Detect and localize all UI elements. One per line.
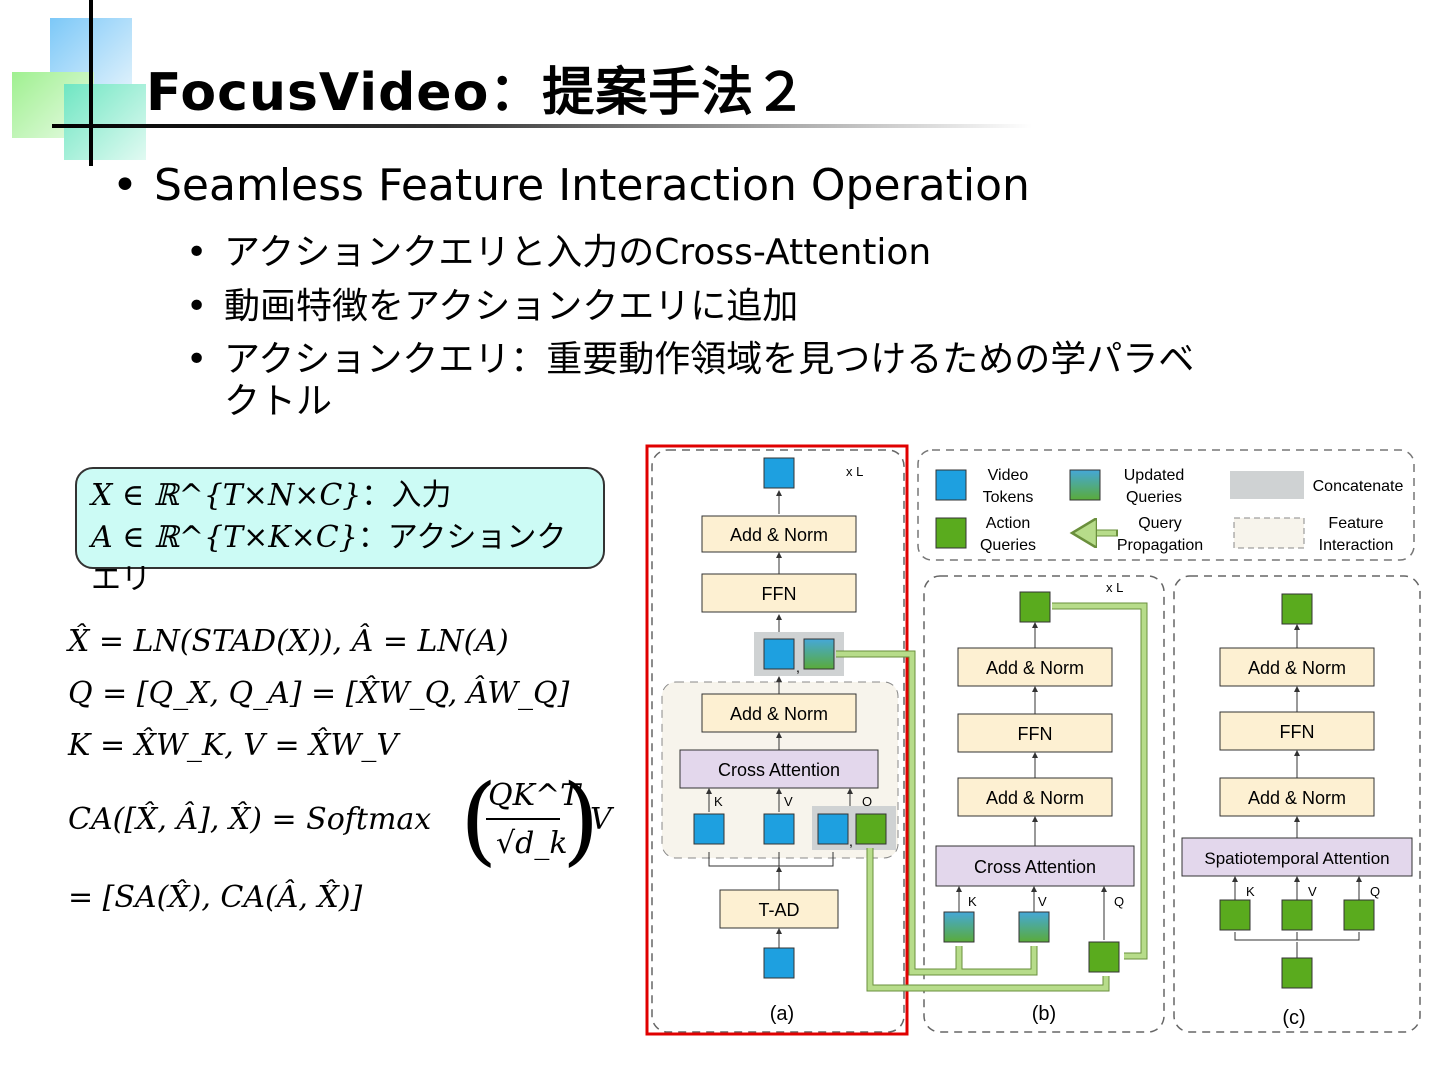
output-token	[763, 457, 795, 489]
svg-text:Q: Q	[1114, 894, 1124, 909]
b-ffn-label: FFN	[1018, 724, 1053, 744]
svg-text:V: V	[1308, 884, 1317, 899]
legend-video-tokens-1: Video	[988, 467, 1029, 484]
query-propagation-paths	[836, 602, 1148, 992]
legend-feature-interaction-icon	[1233, 517, 1305, 549]
legend: Video Tokens Updated Queries Concatenate…	[917, 449, 1415, 561]
svg-text:K: K	[968, 894, 977, 909]
legend-updated-queries-1: Updated	[1124, 467, 1185, 484]
b-add-norm-top-block	[957, 647, 1113, 687]
panel-b-repeat: x L	[1106, 580, 1123, 595]
panel-b: x L Add & Norm FFN Add & Norm Cross Atte…	[923, 575, 1165, 1033]
equation-2: Q = [Q_X, Q_A] = [X̂W_Q, ÂW_Q]	[68, 676, 570, 711]
a-add-norm-mid-label: Add & Norm	[730, 704, 828, 724]
a-tad-block	[719, 889, 839, 929]
legend-feature-interaction-1: Feature	[1328, 515, 1383, 532]
b-add-norm-mid-block	[957, 777, 1113, 817]
c-add-norm-top-label: Add & Norm	[1248, 658, 1346, 678]
legend-video-tokens-2: Tokens	[983, 489, 1034, 506]
bullet-sub-2: •動画特徴をアクションクエリに追加	[186, 286, 799, 327]
a-add-norm-mid-block	[701, 693, 857, 733]
a-tad-label: T-AD	[758, 900, 799, 920]
svg-text:Q: Q	[862, 794, 872, 809]
bullet-main: •Seamless Feature Interaction Operation	[112, 160, 1030, 211]
a-add-norm-top-label: Add & Norm	[730, 525, 828, 545]
legend-concatenate-icon	[1230, 471, 1304, 499]
decor-square-teal	[64, 84, 146, 160]
b-ffn-block	[957, 713, 1113, 753]
legend-updated-query-icon	[1069, 469, 1101, 501]
panel-a: x L Add & Norm FFN , Add & Norm Cross At…	[645, 444, 909, 1036]
equation-5: = [SA(X̂), CA(Â, X̂)]	[68, 880, 363, 915]
svg-text:V: V	[784, 794, 793, 809]
b-cross-attention-block	[935, 845, 1135, 887]
c-spatiotemporal-attention-block	[1181, 837, 1413, 877]
legend-video-token-icon	[935, 469, 967, 501]
legend-concatenate: Concatenate	[1313, 478, 1404, 495]
c-add-norm-mid-label: Add & Norm	[1248, 788, 1346, 808]
panel-a-repeat: x L	[846, 464, 863, 479]
legend-query-propagation-2: Propagation	[1117, 537, 1203, 554]
bullet-sub-1: •アクションクエリと入力のCross-Attention	[186, 232, 932, 273]
a-ffn-block	[701, 573, 857, 613]
decor-vertical-line	[89, 0, 93, 166]
architecture-figure: Video Tokens Updated Queries Concatenate…	[645, 444, 1421, 1036]
bullet-sub-3-cont: クトル	[224, 381, 333, 422]
svg-text:V: V	[1038, 894, 1047, 909]
svg-text:Q: Q	[1370, 884, 1380, 899]
legend-action-queries-2: Queries	[980, 537, 1036, 554]
title-underline	[52, 124, 1032, 128]
c-add-norm-mid-block	[1219, 777, 1375, 817]
equation-3: K = X̂W_K, V = X̂W_V	[68, 728, 399, 763]
c-spatiotemporal-attention-label: Spatiotemporal Attention	[1204, 849, 1389, 868]
input-token	[763, 947, 795, 979]
highlight-frame	[645, 444, 909, 1036]
equation-1: X̂ = LN(STAD(X)), Â = LN(A)	[68, 624, 509, 659]
svg-text:,: ,	[849, 833, 853, 849]
b-caption: (b)	[1032, 1003, 1056, 1025]
definition-x: X ∈ ℝ^{T×N×C}：入力	[91, 478, 452, 513]
legend-feature-interaction-2: Interaction	[1319, 537, 1394, 554]
definition-box: X ∈ ℝ^{T×N×C}：入力 A ∈ ℝ^{T×K×C}：アクションクエリ	[75, 467, 605, 597]
legend-query-propagation-1: Query	[1138, 515, 1182, 532]
svg-text:K: K	[714, 794, 723, 809]
svg-text:,: ,	[796, 659, 800, 675]
panel-c: Add & Norm FFN Add & Norm Spatiotemporal…	[1173, 575, 1421, 1033]
a-ffn-label: FFN	[762, 584, 797, 604]
slide-title: FocusVideo：提案手法２	[146, 63, 808, 123]
svg-text:K: K	[1246, 884, 1255, 899]
c-ffn-label: FFN	[1280, 722, 1315, 742]
bullet-sub-3: •アクションクエリ：重要動作領域を見つけるための学パラベ	[186, 339, 1195, 380]
a-cross-attention-label: Cross Attention	[718, 760, 840, 780]
legend-action-query-icon	[935, 517, 967, 549]
a-caption: (a)	[770, 1003, 794, 1025]
legend-action-queries-1: Action	[986, 515, 1030, 532]
c-ffn-block	[1219, 711, 1375, 751]
b-cross-attention-label: Cross Attention	[974, 857, 1096, 877]
c-caption: (c)	[1282, 1007, 1305, 1029]
a-cross-attention-block	[679, 749, 879, 789]
b-add-norm-mid-label: Add & Norm	[986, 788, 1084, 808]
b-add-norm-top-label: Add & Norm	[986, 658, 1084, 678]
legend-updated-queries-2: Queries	[1126, 489, 1182, 506]
definition-a: A ∈ ℝ^{T×K×C}：アクションクエリ	[91, 520, 567, 597]
